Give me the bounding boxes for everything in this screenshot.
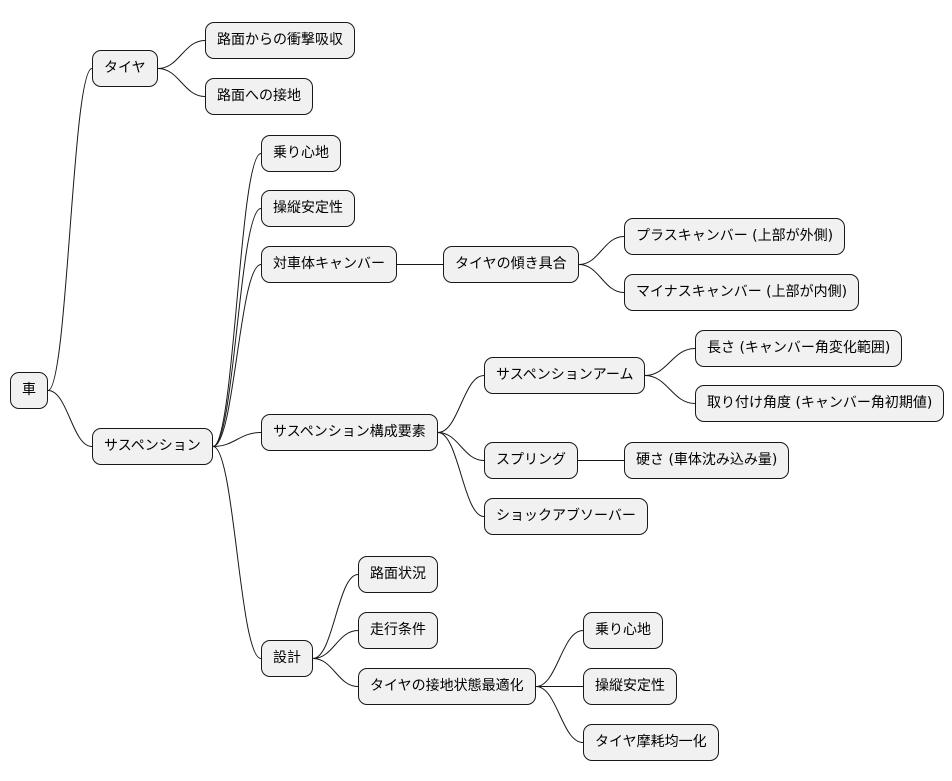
connector-line [212,153,262,447]
connector-line [212,432,262,447]
node-opt-ride-comfort: 乗り心地 [583,612,663,649]
node-ride-comfort: 乗り心地 [261,135,341,172]
node-handling-stability: 操縦安定性 [261,190,355,227]
connector-line [312,658,359,687]
node-tire-tilt: タイヤの傾き具合 [443,246,579,283]
connector-line [212,208,262,447]
connector-line [578,264,625,293]
node-tire: タイヤ [92,50,158,87]
node-opt-handling-stability: 操縦安定性 [583,668,677,705]
node-road-contact: 路面への接地 [205,78,313,115]
node-body-camber: 対車体キャンバー [261,246,397,283]
connector-line [212,446,262,659]
connector-line [312,630,359,659]
node-spring-stiffness: 硬さ (車体沈み込み量) [624,442,790,479]
node-opt-tire-wear: タイヤ摩耗均一化 [583,724,719,761]
connector-line [157,40,206,69]
node-spring: スプリング [484,442,578,479]
node-suspension-arm: サスペンションアーム [484,357,646,394]
connector-line [644,348,696,376]
node-suspension-components: サスペンション構成要素 [261,414,438,451]
connector-line [212,264,262,447]
node-road-shock-absorption: 路面からの衝撃吸収 [205,22,355,59]
node-arm-mount-angle: 取り付け角度 (キャンバー角初期値) [695,385,945,422]
node-suspension: サスペンション [92,428,213,465]
connector-line [535,686,584,743]
connector-line [312,574,359,659]
connector-line [157,68,206,97]
connector-line [578,236,625,265]
node-positive-camber: プラスキャンバー (上部が外側) [624,218,846,255]
root-node-car: 車 [10,372,48,409]
connector-line [535,630,584,687]
node-contact-optimization: タイヤの接地状態最適化 [358,668,536,705]
node-arm-length: 長さ (キャンバー角変化範囲) [695,330,903,367]
connector-line [644,375,696,404]
connector-line [47,390,93,447]
node-negative-camber: マイナスキャンバー (上部が内側) [624,274,860,311]
node-design: 設計 [261,640,313,677]
node-driving-conditions: 走行条件 [358,612,438,649]
connector-line [437,432,485,461]
connector-line [437,375,485,433]
node-shock-absorber: ショックアブソーバー [484,498,648,535]
node-road-conditions: 路面状況 [358,556,438,593]
connector-line [437,432,485,517]
connector-line [47,68,93,391]
